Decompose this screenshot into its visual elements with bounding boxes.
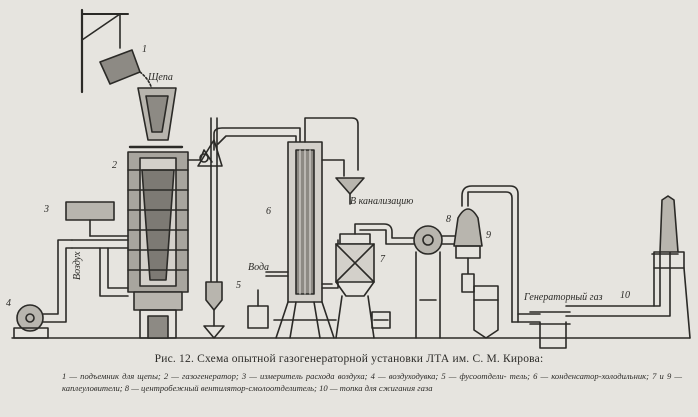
tar-separator	[197, 117, 225, 339]
drop-separator-9	[453, 185, 519, 323]
label-2: 2	[112, 160, 117, 171]
centrifugal-fan	[413, 225, 461, 339]
label-10: 10	[620, 290, 630, 301]
gas-furnace	[653, 195, 691, 339]
label-9: 9	[486, 230, 491, 241]
condenser-cooler	[273, 141, 337, 339]
water-lines	[247, 117, 365, 329]
figure-caption: Рис. 12. Схема опытной газогенераторной …	[154, 353, 544, 365]
gas-outlet-pipe	[187, 149, 213, 163]
chip-hoist	[80, 8, 153, 94]
label-3: 3	[43, 204, 49, 215]
label-6: 6	[266, 206, 271, 217]
legend-line-1: 1 — подъемник для щепы; 2 — газогенерато…	[62, 371, 507, 381]
gas-generator	[127, 151, 189, 339]
figure-legend: 1 — подъемник для щепы; 2 — газогенерато…	[62, 371, 682, 394]
pipe-5-to-6	[213, 127, 301, 151]
drop-separator-7	[335, 233, 391, 339]
air-flow-meter	[65, 201, 129, 237]
label-4: 4	[6, 298, 11, 309]
label-generatornyi-gaz: Генераторный газ	[523, 292, 603, 303]
legend-line-2: тель; 6 — конденсатор-холодильник; 7 и 9…	[62, 371, 682, 393]
legend-line-3: 10 — топка для сжигания газа	[319, 382, 433, 393]
air-blower	[13, 239, 129, 339]
sampling-box	[473, 285, 499, 339]
chip-hopper	[128, 87, 184, 149]
label-shchepa: Щепа	[147, 72, 173, 83]
label-1: 1	[142, 44, 147, 55]
label-vozdukh: Воздух	[72, 251, 83, 280]
label-7: 7	[380, 254, 386, 265]
label-8: 8	[446, 214, 451, 225]
label-v-kanalizatsiyu: В канализацию	[350, 196, 413, 207]
gas-line-to-furnace	[511, 251, 679, 349]
label-voda: Вода	[248, 262, 269, 273]
pipe-7-to-8	[354, 223, 417, 245]
label-5: 5	[236, 280, 241, 291]
